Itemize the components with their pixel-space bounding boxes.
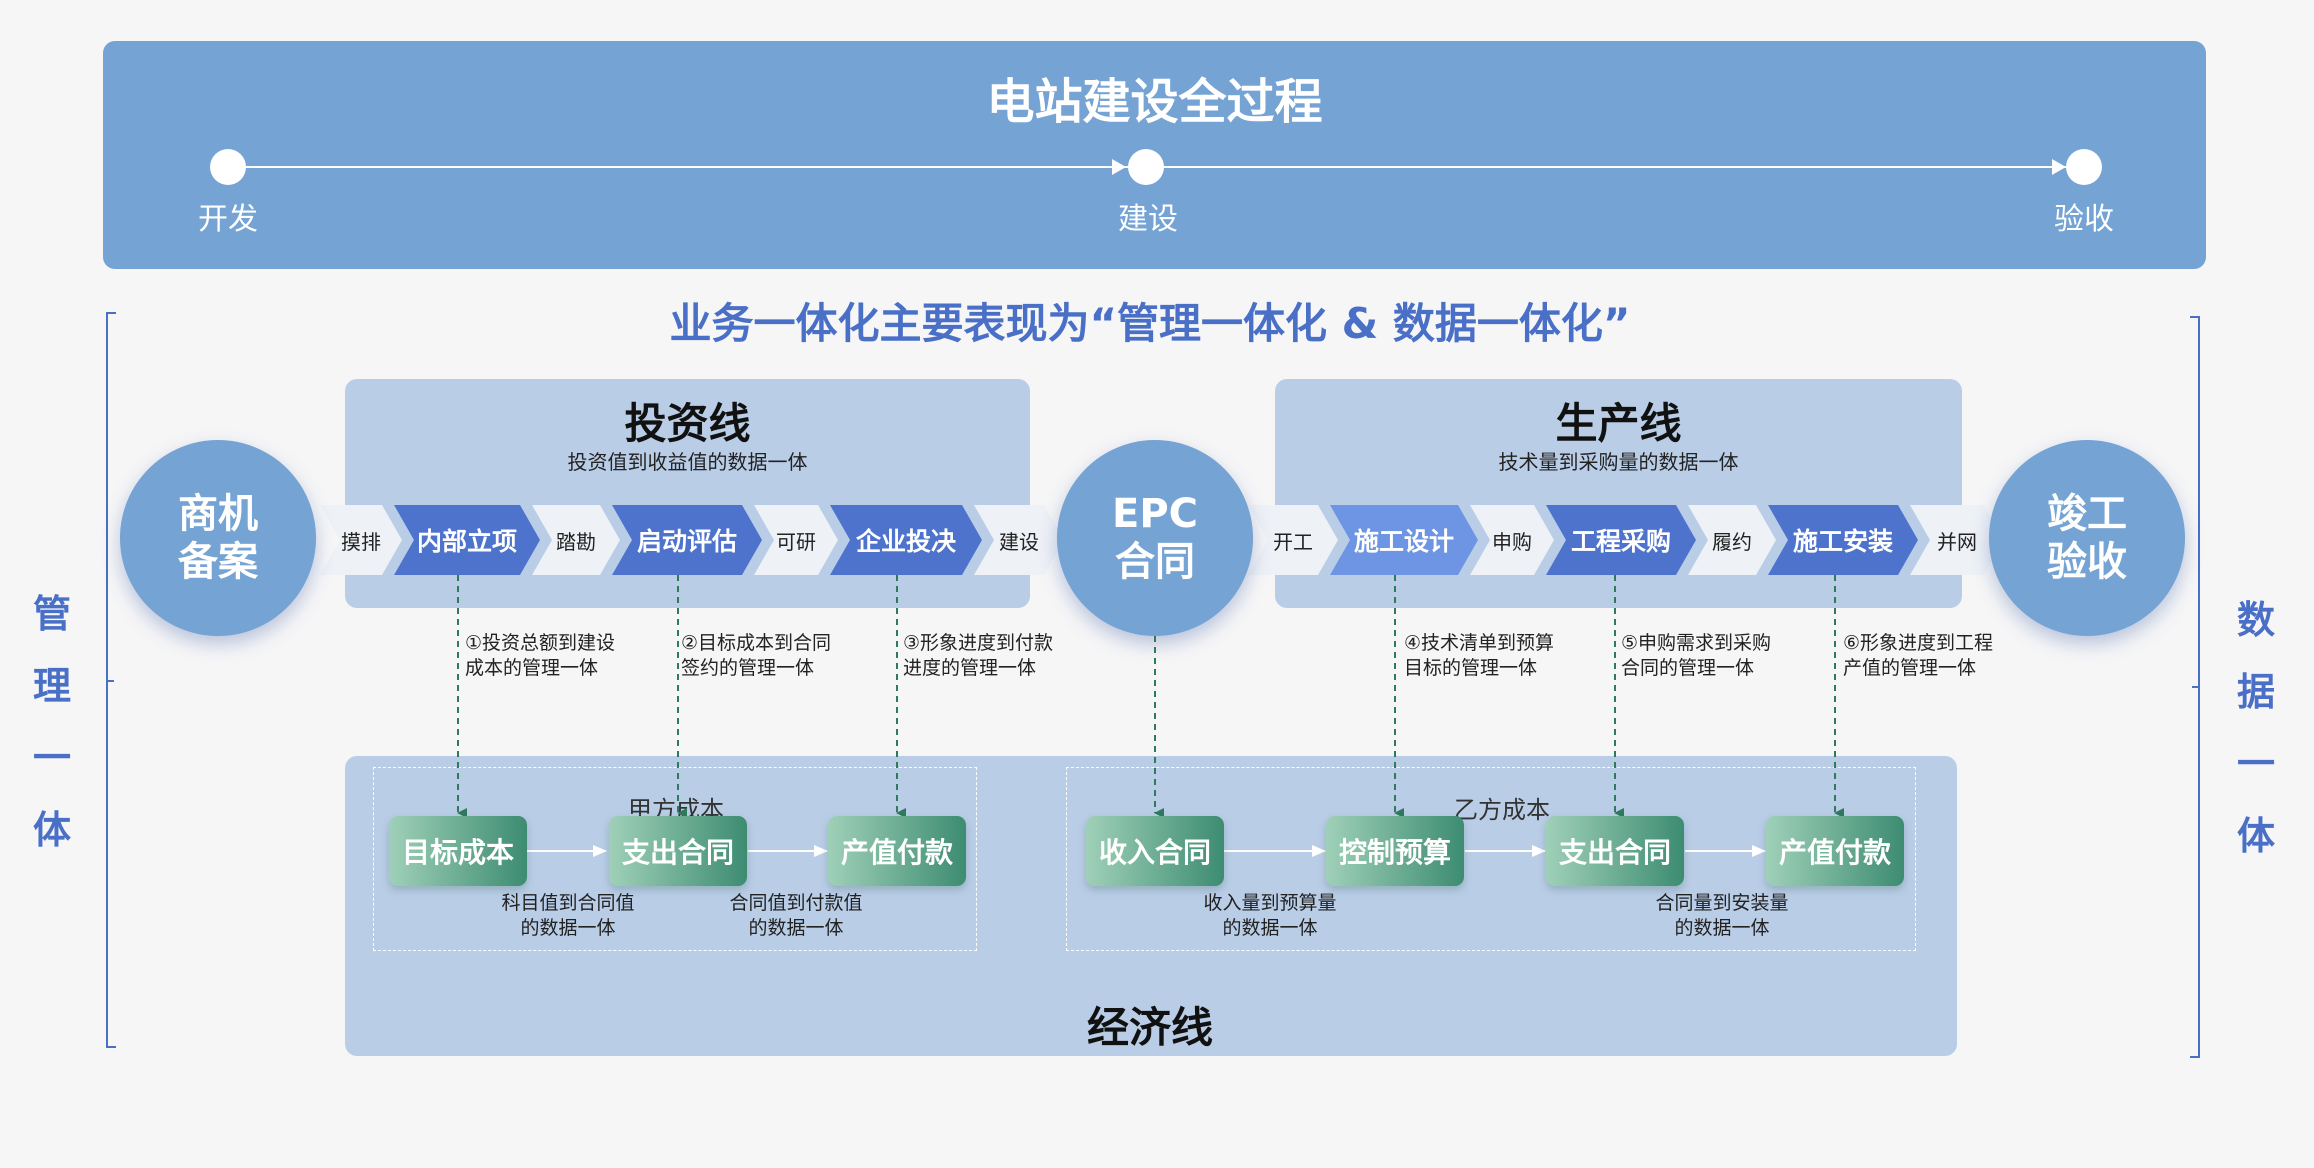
opportunity-line1: 商机 bbox=[178, 491, 258, 537]
step-investment-decision: 企业投决 bbox=[830, 505, 982, 575]
step-requisition: 申购 bbox=[1470, 505, 1554, 575]
note-4: ④技术清单到预算 目标的管理一体 bbox=[1404, 632, 1555, 679]
step-internal-approval: 内部立项 bbox=[394, 505, 540, 575]
side-left-char: 理 bbox=[32, 664, 71, 708]
eco-note-b1: 收入量到预算量 的数据一体 bbox=[1203, 892, 1337, 939]
eco-note-a2: 合同值到付款值 的数据一体 bbox=[729, 892, 863, 939]
epc-line2: 合同 bbox=[1115, 539, 1195, 585]
step-procurement: 工程采购 bbox=[1546, 505, 1696, 575]
timeline-dot-start bbox=[210, 149, 246, 185]
opportunity-filing-node: 商机 备案 bbox=[120, 440, 316, 636]
side-right-char: 据 bbox=[2236, 670, 2275, 714]
production-title: 生产线 bbox=[1555, 399, 1682, 448]
timeline-arrow-icon bbox=[1112, 159, 1126, 175]
party-b-cost-group bbox=[1066, 767, 1916, 951]
step-installation: 施工安装 bbox=[1768, 505, 1918, 575]
side-right-char: 数 bbox=[2236, 598, 2275, 642]
timeline-dot-end bbox=[2066, 149, 2102, 185]
left-bracket-tick bbox=[106, 680, 114, 682]
side-label-management: 管理一体 bbox=[22, 578, 82, 866]
side-right-char: 体 bbox=[2236, 814, 2275, 858]
side-left-char: 一 bbox=[32, 736, 71, 780]
box-output-payment-b: 产值付款 bbox=[1766, 816, 1904, 886]
party-a-cost-group bbox=[373, 767, 977, 951]
step-start-evaluation: 启动评估 bbox=[612, 505, 762, 575]
box-expense-contract-a: 支出合同 bbox=[609, 816, 747, 886]
box-output-payment-a: 产值付款 bbox=[828, 816, 966, 886]
investment-subtitle: 投资值到收益值的数据一体 bbox=[567, 450, 808, 474]
note-6: ⑥形象进度到工程 产值的管理一体 bbox=[1843, 632, 1994, 679]
main-subtitle: 业务一体化主要表现为“管理一体化 & 数据一体化” bbox=[669, 299, 1631, 348]
stage-develop: 开发 bbox=[198, 202, 258, 237]
timeline-dot-middle bbox=[1128, 149, 1164, 185]
banner-title: 电站建设全过程 bbox=[986, 74, 1323, 130]
completion-acceptance-node: 竣工 验收 bbox=[1989, 440, 2185, 636]
stage-build: 建设 bbox=[1118, 202, 1178, 237]
side-right-char: 一 bbox=[2236, 742, 2275, 786]
production-subtitle: 技术量到采购量的数据一体 bbox=[1498, 450, 1739, 474]
investment-title: 投资线 bbox=[624, 399, 751, 448]
box-revenue-contract: 收入合同 bbox=[1086, 816, 1224, 886]
note-3: ③形象进度到付款 进度的管理一体 bbox=[903, 632, 1054, 679]
step-construction-design: 施工设计 bbox=[1330, 505, 1478, 575]
epc-line1: EPC bbox=[1112, 491, 1198, 537]
timeline-arrow-icon bbox=[2052, 159, 2066, 175]
party-b-cost-label: 乙方成本 bbox=[1454, 796, 1550, 824]
acceptance-line1: 竣工 bbox=[2047, 491, 2127, 537]
box-expense-contract-b: 支出合同 bbox=[1546, 816, 1684, 886]
economy-panel bbox=[345, 756, 1957, 1056]
note-5: ⑤申购需求到采购 合同的管理一体 bbox=[1621, 632, 1772, 679]
side-left-char: 管 bbox=[32, 592, 71, 636]
eco-note-a1: 科目值到合同值 的数据一体 bbox=[501, 892, 635, 939]
stage-accept: 验收 bbox=[2054, 202, 2114, 237]
side-left-char: 体 bbox=[32, 808, 71, 852]
opportunity-line2: 备案 bbox=[178, 539, 258, 585]
note-1: ①投资总额到建设 成本的管理一体 bbox=[465, 632, 616, 679]
economy-title: 经济线 bbox=[1086, 1003, 1213, 1052]
eco-note-b2: 合同量到安装量 的数据一体 bbox=[1655, 892, 1789, 939]
side-label-data: 数据一体 bbox=[2226, 584, 2286, 872]
box-target-cost: 目标成本 bbox=[389, 816, 527, 886]
acceptance-line2: 验收 bbox=[2047, 539, 2127, 585]
right-bracket-tick bbox=[2192, 686, 2200, 688]
note-2: ②目标成本到合同 签约的管理一体 bbox=[681, 632, 832, 679]
box-control-budget: 控制预算 bbox=[1326, 816, 1464, 886]
epc-contract-node: EPC 合同 bbox=[1057, 440, 1253, 636]
